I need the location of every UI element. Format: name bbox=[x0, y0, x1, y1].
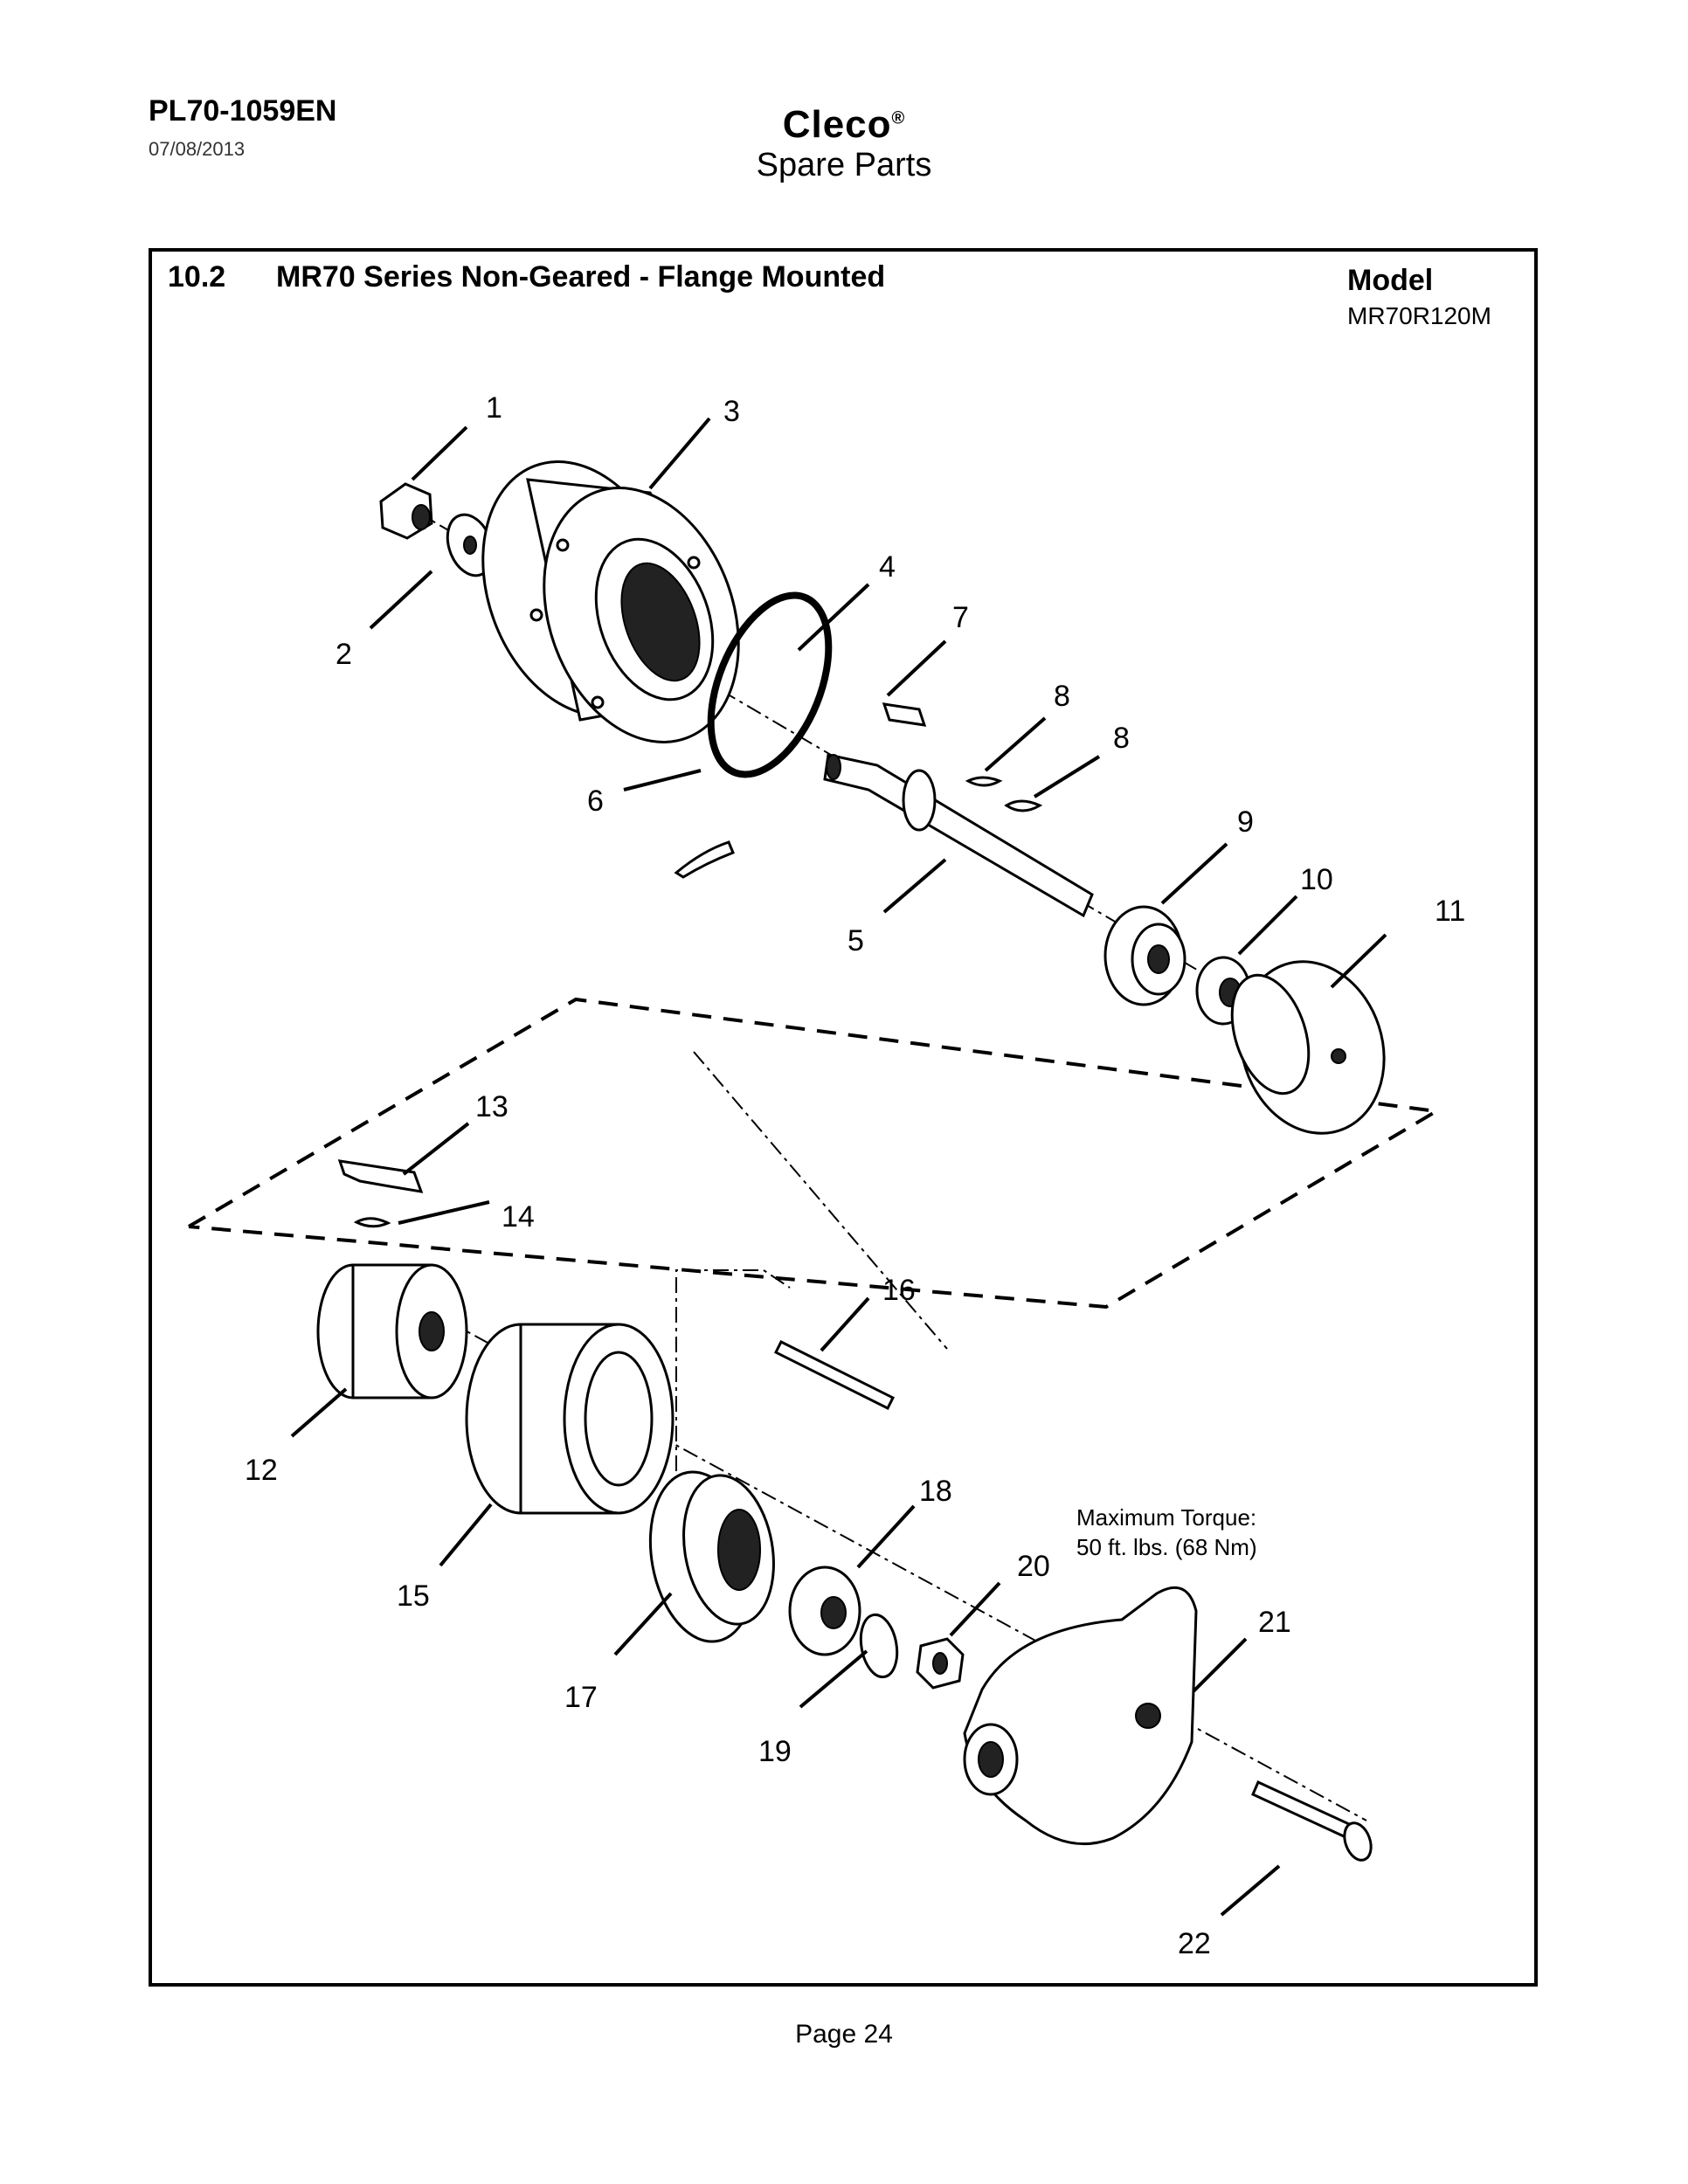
callout-12: 12 bbox=[245, 1454, 278, 1487]
part-18-bearing bbox=[788, 1565, 861, 1656]
callout-4: 4 bbox=[879, 550, 896, 584]
callout-8a: 8 bbox=[1054, 680, 1070, 713]
part-17-ring-gear bbox=[648, 1470, 775, 1643]
torque-note: Maximum Torque: 50 ft. lbs. (68 Nm) bbox=[1076, 1504, 1257, 1560]
part-19-lock-washer bbox=[859, 1613, 899, 1679]
callout-8b: 8 bbox=[1113, 722, 1130, 755]
callout-labels: 1 2 3 4 5 6 7 8 8 9 10 11 12 13 14 15 16… bbox=[245, 391, 1465, 1960]
part-8-woodruff-keys bbox=[965, 776, 1043, 812]
callout-20: 20 bbox=[1017, 1550, 1050, 1583]
callout-19: 19 bbox=[758, 1735, 792, 1768]
diagram-frame: 10.2 MR70 Series Non-Geared - Flange Mou… bbox=[149, 248, 1538, 1987]
document-id: PL70-1059EN bbox=[149, 94, 337, 128]
callout-9: 9 bbox=[1237, 805, 1254, 839]
assembly-boundary bbox=[187, 997, 1442, 1310]
torque-note-line-2: 50 ft. lbs. (68 Nm) bbox=[1076, 1534, 1257, 1560]
part-11-end-plate bbox=[1230, 960, 1386, 1135]
callout-16: 16 bbox=[882, 1274, 916, 1307]
callout-10: 10 bbox=[1300, 863, 1333, 896]
brand-title: Cleco® bbox=[0, 103, 1688, 147]
part-20-nut bbox=[916, 1637, 965, 1690]
callout-17: 17 bbox=[564, 1681, 598, 1714]
callout-7: 7 bbox=[952, 601, 969, 634]
registered-mark: ® bbox=[891, 108, 906, 128]
section-number: 10.2 bbox=[168, 260, 226, 294]
document-subtitle: Spare Parts bbox=[756, 147, 932, 183]
part-14-woodruff-key bbox=[353, 1217, 391, 1228]
callout-18: 18 bbox=[919, 1475, 952, 1508]
part-22-bolt bbox=[1251, 1780, 1373, 1862]
leader-lines bbox=[290, 417, 1387, 1917]
callout-14: 14 bbox=[502, 1200, 535, 1234]
part-6-pin bbox=[674, 840, 735, 879]
part-5-drive-shaft bbox=[823, 753, 1094, 918]
callout-5: 5 bbox=[847, 924, 864, 957]
page-number: Page 24 bbox=[795, 2020, 893, 2049]
model-value: MR70R120M bbox=[1347, 302, 1491, 329]
part-16-pin bbox=[773, 1339, 896, 1411]
callout-6: 6 bbox=[587, 784, 604, 818]
section-title: MR70 Series Non-Geared - Flange Mounted bbox=[276, 260, 886, 294]
part-3-flange-housing bbox=[481, 460, 740, 743]
callout-22: 22 bbox=[1178, 1927, 1211, 1960]
torque-note-line-1: Maximum Torque: bbox=[1076, 1504, 1256, 1531]
callout-15: 15 bbox=[397, 1579, 430, 1613]
part-1-nut bbox=[379, 482, 433, 540]
part-4-o-ring bbox=[707, 591, 833, 778]
pin-centerline bbox=[675, 1269, 791, 1471]
part-21-housing bbox=[963, 1586, 1198, 1846]
part-12-drive-body bbox=[316, 1263, 468, 1400]
callout-13: 13 bbox=[475, 1090, 508, 1123]
callout-11: 11 bbox=[1435, 895, 1465, 928]
callout-1: 1 bbox=[486, 391, 502, 425]
document-date: 07/08/2013 bbox=[149, 138, 246, 160]
part-13-plate bbox=[337, 1159, 424, 1193]
callout-21: 21 bbox=[1258, 1606, 1291, 1639]
part-15-clutch-cage bbox=[465, 1323, 675, 1515]
callout-3: 3 bbox=[723, 395, 740, 428]
lower-centerline-a bbox=[693, 1051, 948, 1350]
model-label: Model bbox=[1347, 264, 1434, 297]
part-9-bearing bbox=[1103, 905, 1186, 1006]
part-7-key bbox=[882, 702, 927, 727]
exploded-parts-diagram: 1 2 3 4 5 6 7 8 8 9 10 11 12 13 14 15 16… bbox=[187, 391, 1465, 1960]
callout-2: 2 bbox=[336, 638, 352, 671]
brand-name: Cleco bbox=[782, 103, 892, 146]
